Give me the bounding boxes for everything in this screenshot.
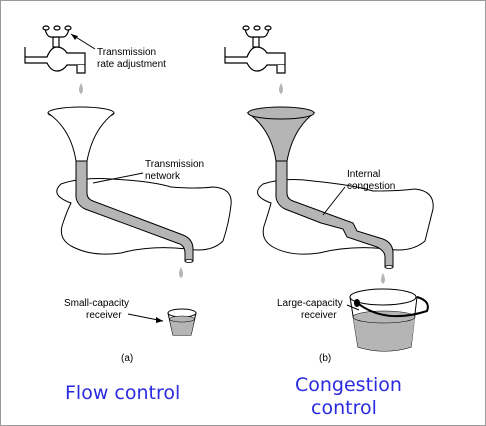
network-cloud xyxy=(257,179,434,255)
water-drop-icon xyxy=(381,273,385,284)
congestion-label-arrow xyxy=(322,186,346,216)
bucket-label-1: Large-capacity xyxy=(277,298,343,309)
water-drop-icon xyxy=(279,83,283,94)
network-cloud xyxy=(56,178,232,255)
water-drop-icon xyxy=(179,267,183,278)
water-drop-icon xyxy=(79,83,83,94)
network-label-arrow xyxy=(92,172,144,184)
cup-icon xyxy=(167,308,197,336)
faucet-label-1: Transmission xyxy=(97,47,156,58)
panel-a: Transmission rate adjustment Transmissio… xyxy=(24,25,232,404)
sublabel-b: (b) xyxy=(319,353,331,364)
panel-b: Internal congestion Large-capacity recei… xyxy=(224,25,434,419)
congestion-label-1: Internal xyxy=(347,169,380,180)
bucket-label-arrow xyxy=(346,304,360,311)
bucket-label-2: receiver xyxy=(301,310,337,321)
funnel-icon xyxy=(47,106,194,263)
caption-congestion-1: Congestion xyxy=(295,374,402,396)
faucet-icon xyxy=(24,25,86,74)
receiver-label-1: Small-capacity xyxy=(64,298,129,309)
funnel-icon xyxy=(246,106,394,269)
faucet-icon xyxy=(224,25,286,74)
congestion-label-2: congestion xyxy=(347,181,395,192)
faucet-label-2: rate adjustment xyxy=(97,59,166,70)
network-label-2: network xyxy=(145,171,181,182)
bucket-icon xyxy=(349,288,429,352)
sublabel-a: (a) xyxy=(121,353,133,364)
receiver-label-2: receiver xyxy=(86,310,122,321)
caption-flow-control: Flow control xyxy=(65,382,180,404)
network-label-1: Transmission xyxy=(145,159,204,170)
caption-congestion-2: control xyxy=(311,397,377,419)
